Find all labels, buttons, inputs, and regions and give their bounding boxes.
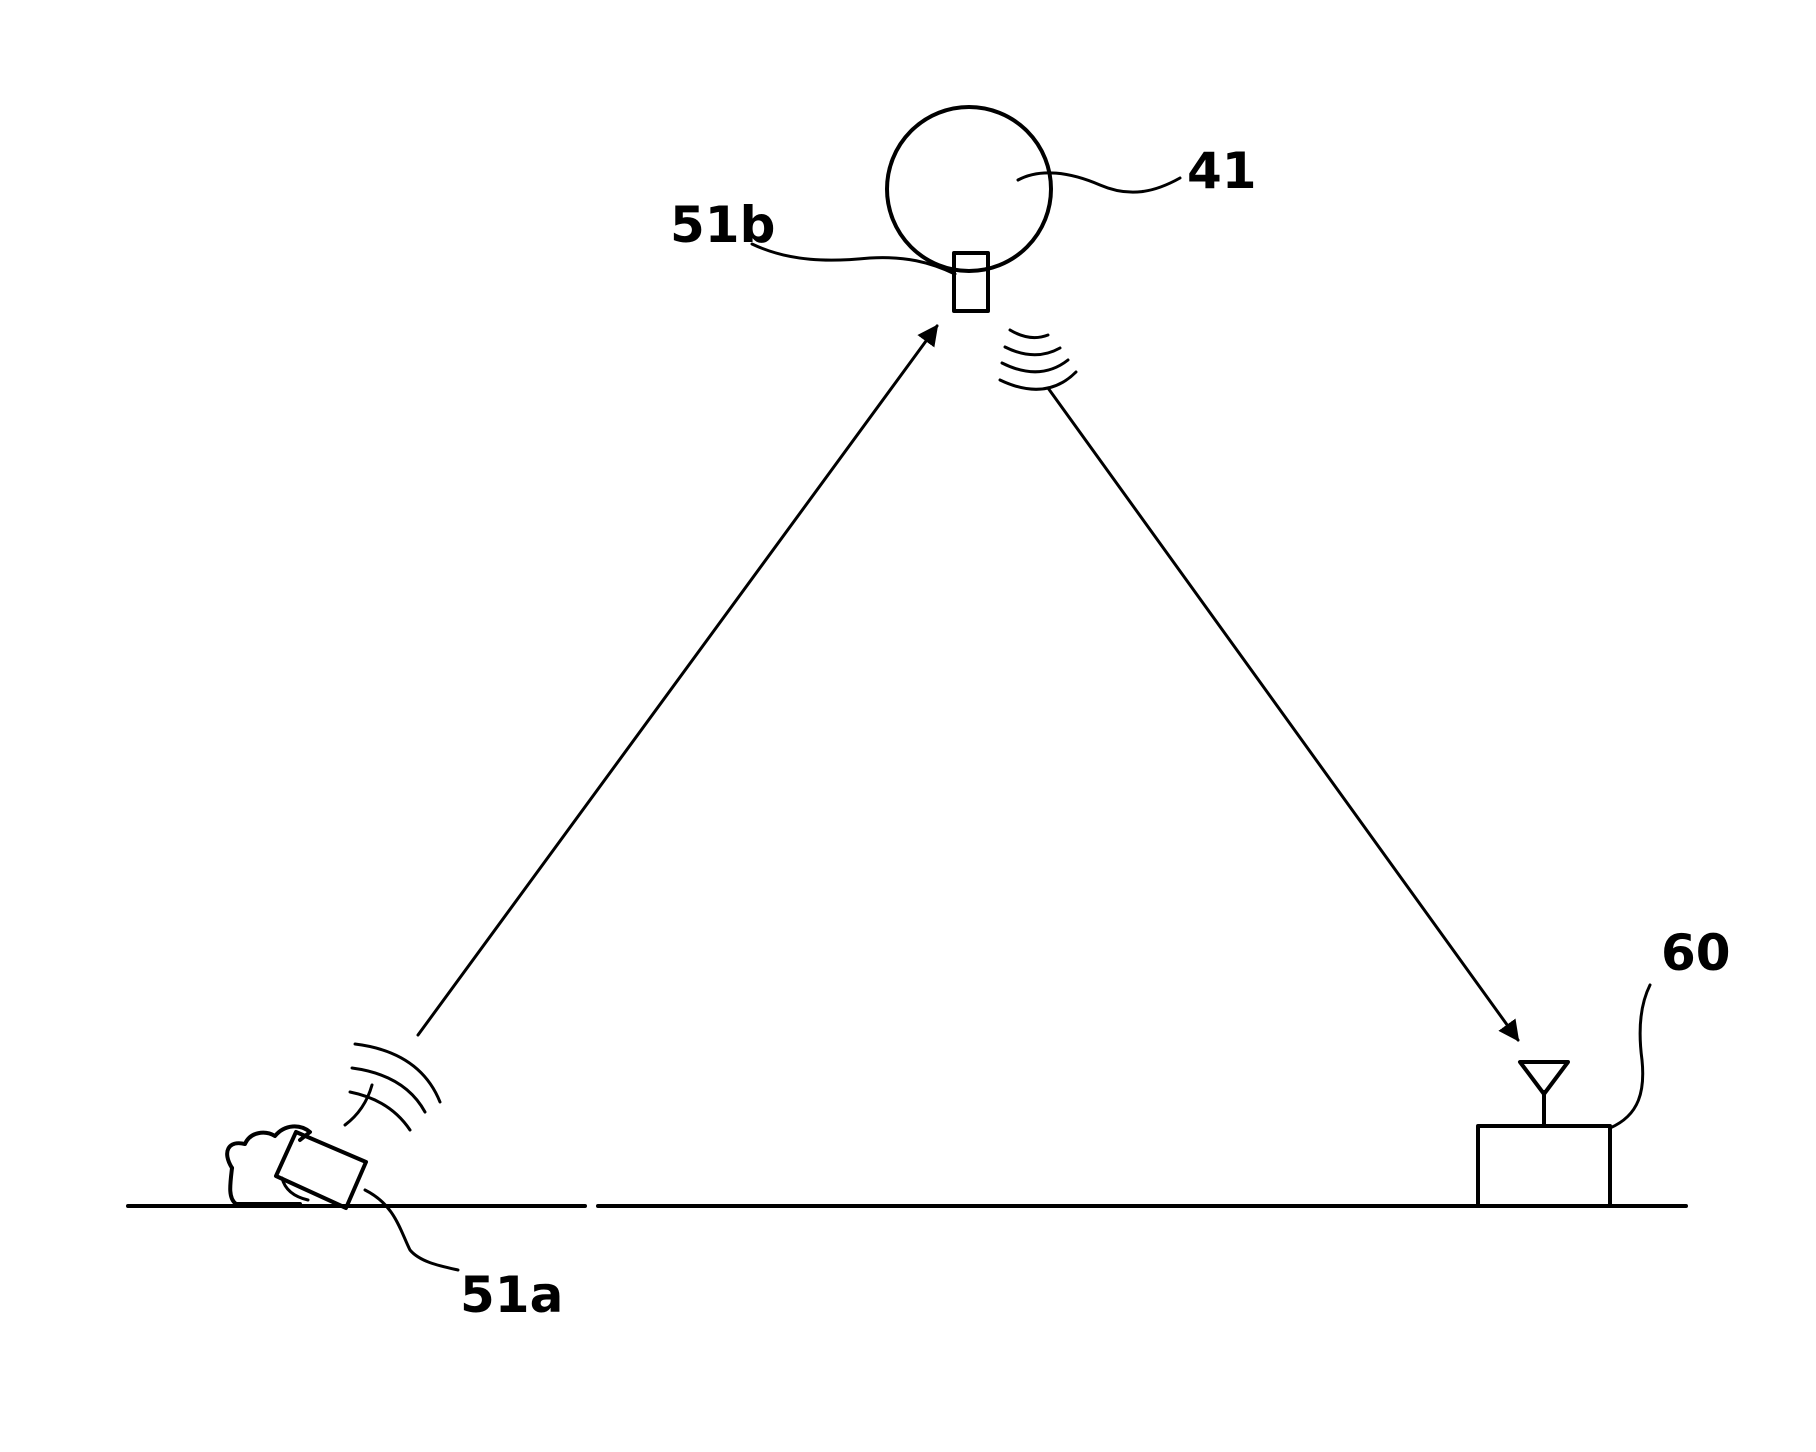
- satellite-signal-waves: [1000, 330, 1076, 389]
- label-51a: 51a: [460, 1266, 563, 1324]
- uplink-arrow: [418, 326, 937, 1035]
- leader-line-51a: [365, 1190, 458, 1270]
- ground-signal-waves: [345, 1044, 440, 1130]
- leader-line-60: [1610, 985, 1650, 1128]
- ground-station: [1478, 1092, 1610, 1206]
- leader-line-41: [1018, 173, 1180, 192]
- label-60: 60: [1661, 924, 1731, 982]
- ground-transmitter-device: [227, 1126, 366, 1208]
- satellite-sphere: [887, 107, 1051, 271]
- label-51b: 51b: [670, 196, 775, 254]
- satellite-transceiver-box: [954, 253, 988, 311]
- antenna-icon: [1520, 1062, 1568, 1094]
- label-41: 41: [1187, 142, 1257, 200]
- downlink-arrow: [1048, 388, 1518, 1040]
